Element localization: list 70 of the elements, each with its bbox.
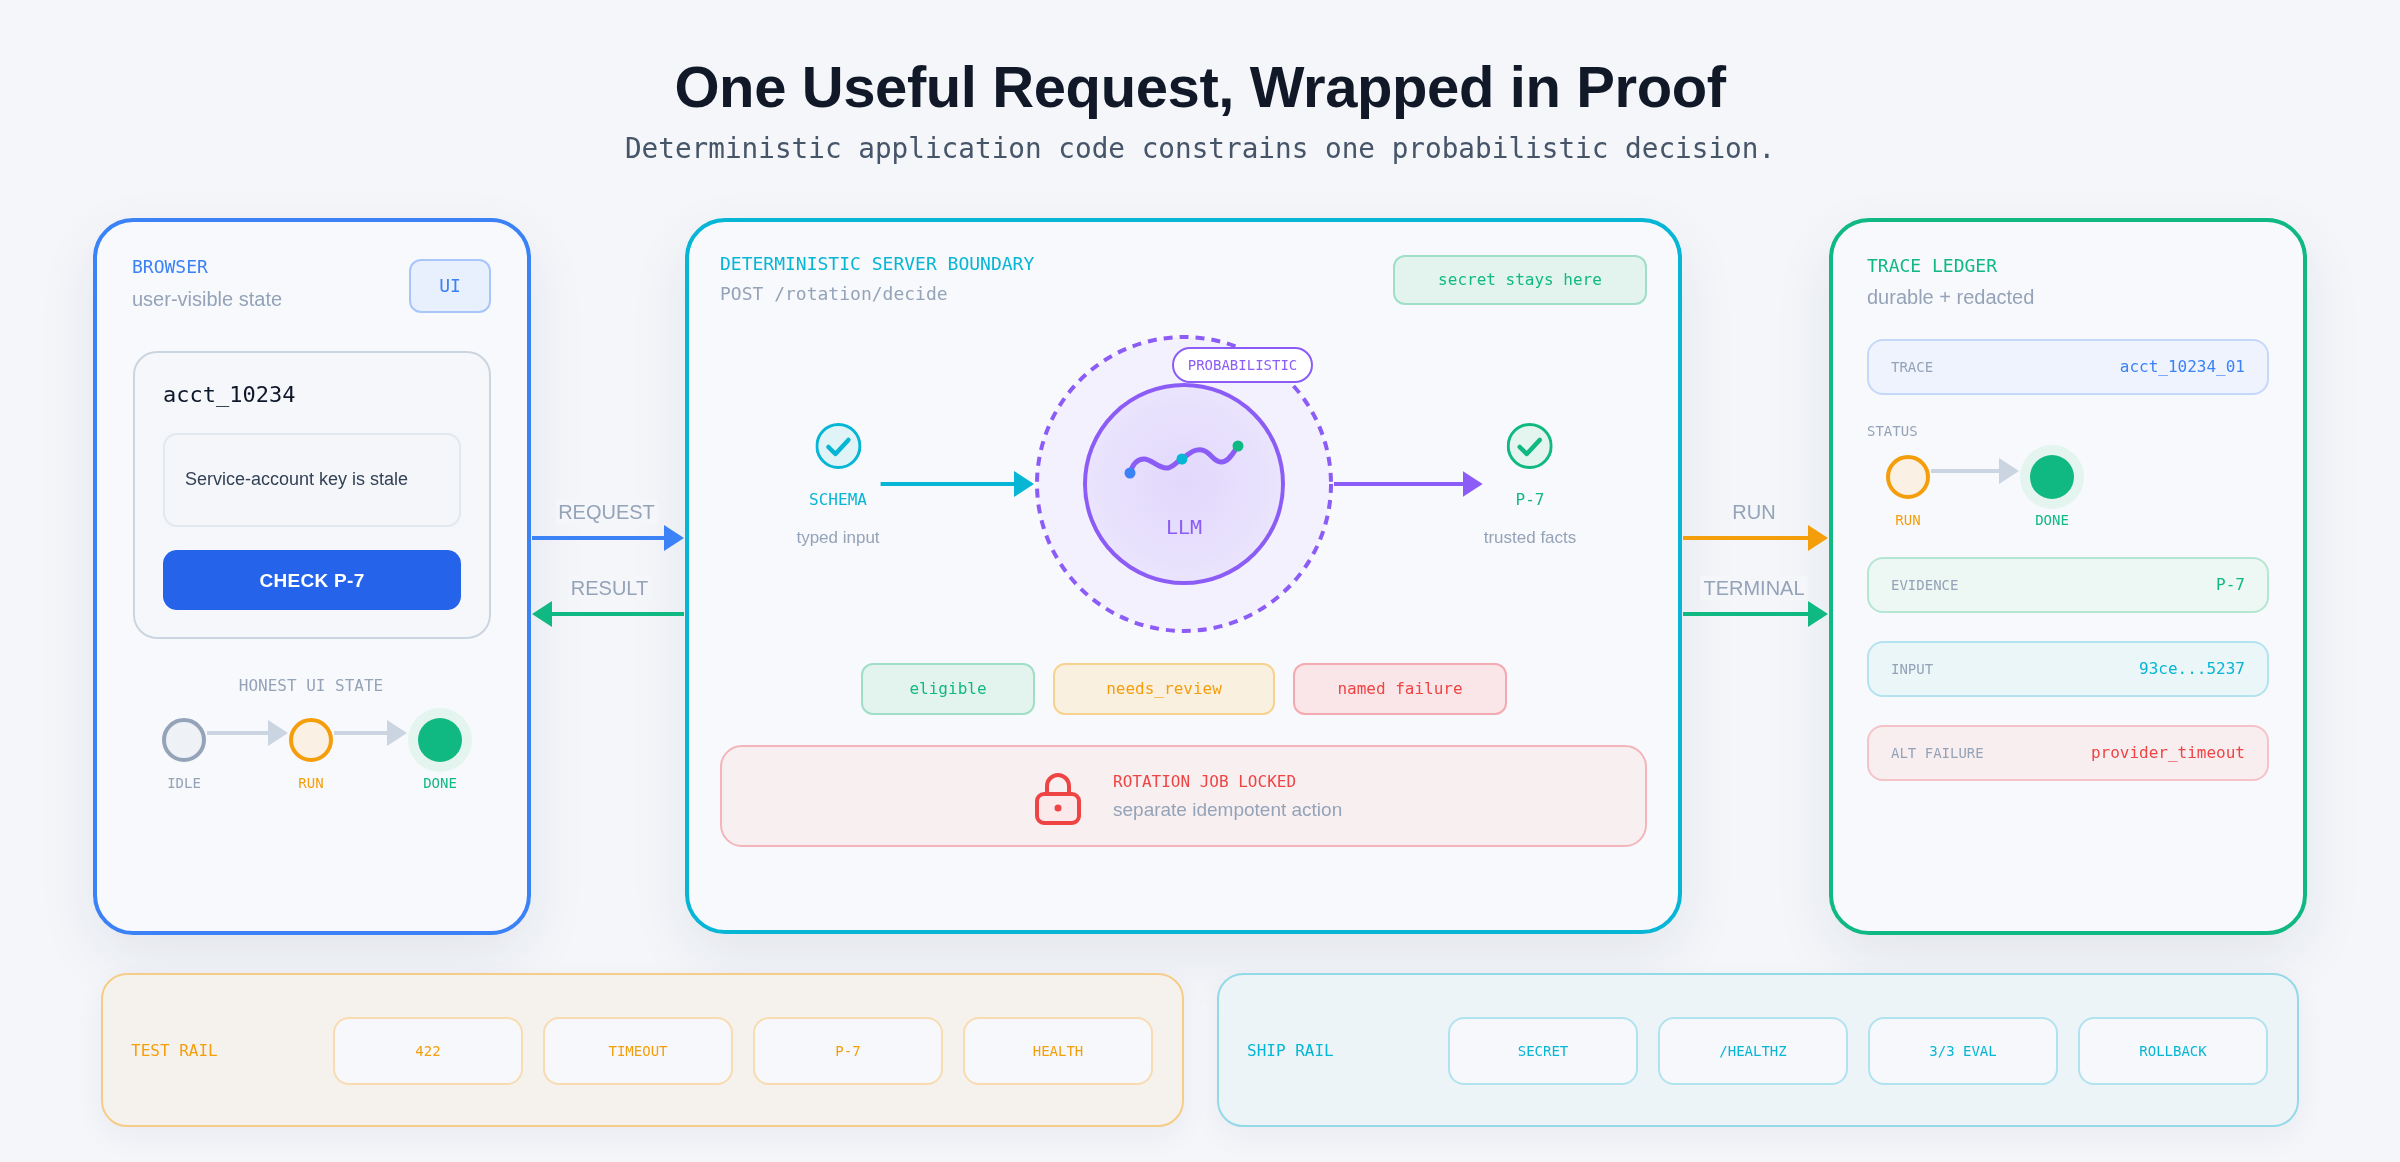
ledger-row: [1867, 339, 2269, 395]
row-value: provider_timeout: [2090, 743, 2245, 763]
panel-subtitle: POST /rotation/decide: [720, 283, 948, 305]
arrow: [880, 471, 1034, 497]
state-label: RUN: [1895, 512, 1921, 529]
rail-panel: [101, 973, 1184, 1127]
tag: UI: [409, 259, 491, 313]
panel-title: DETERMINISTIC SERVER BOUNDARY: [720, 253, 1035, 275]
panel-subtitle: user-visible state: [132, 287, 283, 311]
ledger-row: [1867, 557, 2269, 613]
row-key: ALT FAILURE: [1891, 744, 1984, 762]
state-label: IDLE: [167, 775, 201, 792]
arrow: [207, 720, 288, 746]
rail-chip: SECRET: [1448, 1017, 1638, 1085]
input-field: Service-account key is stale: [163, 433, 461, 527]
title: One Useful Request, Wrapped in Proof: [674, 53, 1726, 121]
arrow: [334, 720, 407, 746]
arrow: [532, 601, 684, 627]
ledger-row: [1867, 725, 2269, 781]
row-value: acct_10234_01: [2119, 357, 2245, 377]
rail-chip: TIMEOUT: [543, 1017, 733, 1085]
tag: secret stays here: [1393, 255, 1647, 305]
form-card: [133, 351, 491, 639]
row-value: P-7: [2216, 575, 2245, 595]
state-label: RUN: [298, 775, 324, 792]
panel-title: TRACE LEDGER: [1867, 255, 1998, 277]
server-panel: [685, 218, 1682, 934]
state-label: DONE: [2035, 512, 2069, 529]
outcome-chip: named failure: [1293, 663, 1507, 715]
arrow: [1931, 458, 2019, 484]
subtitle: Deterministic application code constrains one probabilistic decision.: [624, 132, 1776, 166]
step-title: SCHEMA: [809, 490, 867, 510]
account-id: acct_10234: [163, 382, 296, 409]
banner-title: ROTATION JOB LOCKED: [1113, 772, 1297, 792]
step-caption: typed input: [796, 528, 880, 549]
dashed-circle: [1035, 335, 1333, 633]
rail-chip: /HEALTHZ: [1658, 1017, 1848, 1085]
section-label: STATUS: [1867, 423, 1918, 440]
rail-chip: ROLLBACK: [2078, 1017, 2268, 1085]
browser-panel: [93, 218, 531, 935]
arrow: [1683, 525, 1828, 551]
step-title: P-7: [1515, 490, 1545, 510]
outcome-chip: eligible: [861, 663, 1035, 715]
row-key: TRACE: [1891, 358, 1934, 376]
step-caption: trusted facts: [1483, 528, 1577, 549]
locked-banner: [720, 745, 1647, 847]
rail-panel: [1217, 973, 2299, 1127]
section-label: HONEST UI STATE: [238, 676, 384, 696]
check-button: CHECK P-7: [163, 550, 461, 610]
state-label: DONE: [423, 775, 457, 792]
row-value: 93ce...5237: [2139, 659, 2245, 679]
row-key: EVIDENCE: [1891, 576, 1959, 594]
panel-title: BROWSER: [132, 256, 208, 278]
rail-title: TEST RAIL: [131, 1041, 218, 1061]
arrow: [532, 525, 684, 551]
rail-chip: HEALTH: [963, 1017, 1153, 1085]
banner-text: separate idempotent action: [1113, 799, 1343, 822]
arrow: [1334, 471, 1483, 497]
rail-title: SHIP RAIL: [1247, 1041, 1334, 1061]
rail-chip: 422: [333, 1017, 523, 1085]
row-key: INPUT: [1891, 660, 1934, 678]
ledger-row: [1867, 641, 2269, 697]
ledger-panel: [1829, 218, 2307, 935]
tag: PROBABILISTIC: [1172, 347, 1313, 383]
rail-chip: 3/3 EVAL: [1868, 1017, 2058, 1085]
arrow: [1683, 601, 1828, 627]
circle-label: LLM: [1165, 515, 1203, 539]
outcome-chip: needs_review: [1053, 663, 1275, 715]
panel-subtitle: durable + redacted: [1867, 285, 2035, 309]
rail-chip: P-7: [753, 1017, 943, 1085]
